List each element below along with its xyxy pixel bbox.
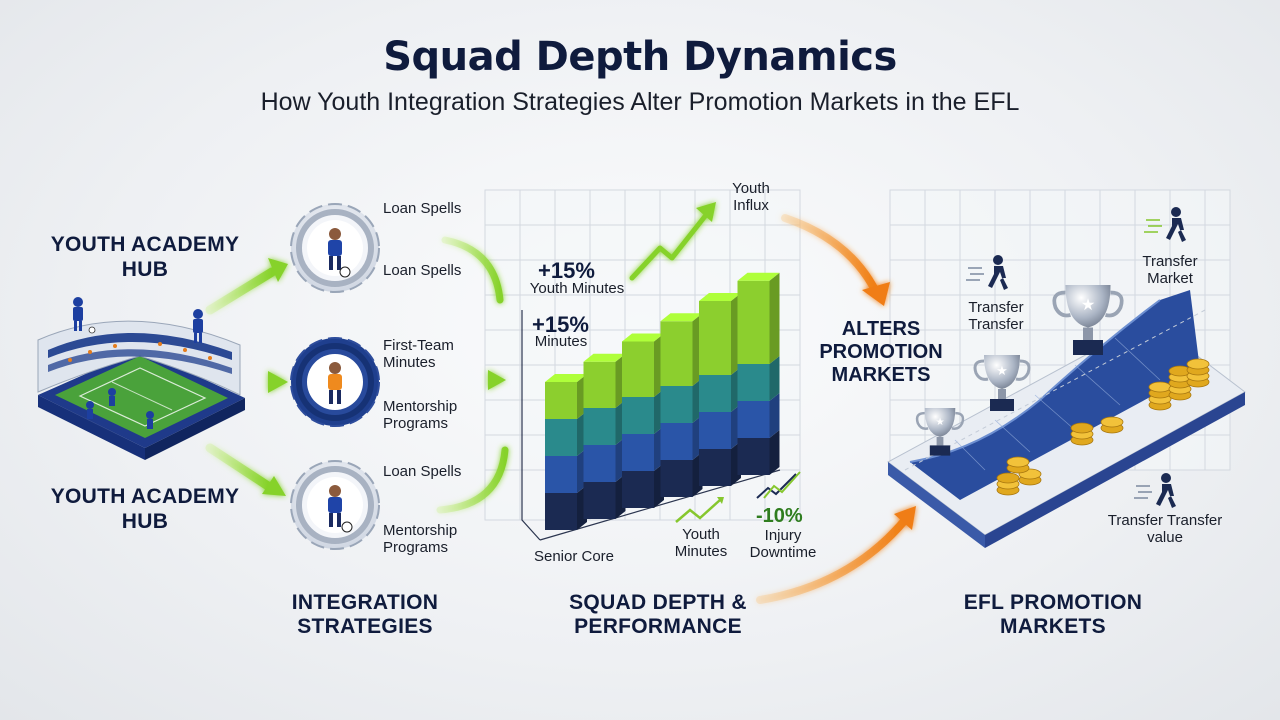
- bar-segment: [660, 460, 693, 497]
- bar-segment-side: [769, 272, 780, 364]
- youth-minutes-label: Youth Minutes: [529, 280, 625, 297]
- page-subtitle: How Youth Integration Strategies Alter P…: [260, 88, 1020, 116]
- bar-segment: [737, 401, 770, 438]
- bar-segment-side: [769, 430, 780, 475]
- bar-segment: [622, 471, 654, 508]
- minutes-label: Minutes: [534, 333, 588, 350]
- bar-segment: [699, 301, 731, 375]
- youth-minutes-pct: +15%: [538, 258, 595, 283]
- coin: [1070, 422, 1094, 434]
- coin: [1148, 381, 1172, 393]
- bar-segment: [622, 397, 654, 434]
- efl-promotion-markets-label: EFL PROMOTION MARKETS: [963, 591, 1143, 638]
- alters-promotion-label: ALTERS PROMOTION MARKETS: [819, 318, 943, 386]
- hub-to-gear-arrows: [205, 258, 288, 496]
- transfer-market-label: Transfer Market: [1142, 253, 1198, 287]
- senior-core-label: Senior Core: [533, 548, 615, 565]
- coin: [996, 472, 1020, 484]
- bar-segment: [737, 364, 770, 401]
- trophy-icon: ★: [973, 355, 1031, 411]
- bar-segment: [583, 482, 616, 519]
- bar-segment: [660, 321, 693, 386]
- squad-depth-label: SQUAD DEPTH & PERFORMANCE: [569, 591, 747, 638]
- page-title: Squad Depth Dynamics: [383, 34, 897, 80]
- bar-top: [545, 374, 587, 382]
- gear-icon: [290, 337, 380, 427]
- svg-text:★: ★: [935, 417, 944, 428]
- trophy-icon: ★: [915, 408, 965, 456]
- bar-segment: [545, 493, 577, 530]
- bar-segment: [545, 382, 577, 419]
- bar-segment: [583, 445, 616, 482]
- coin: [1006, 456, 1030, 468]
- gear-icon: [290, 460, 380, 550]
- youth-minutes-bottom-label: Youth Minutes: [674, 526, 728, 560]
- bar-segment: [622, 341, 654, 397]
- minutes-pct: +15%: [532, 312, 589, 337]
- bar-segment: [545, 419, 577, 456]
- bar-segment-side: [769, 393, 780, 438]
- bar-segment: [583, 361, 616, 408]
- gear-1-top-label: Loan Spells: [383, 200, 462, 217]
- bar-segment: [660, 386, 693, 423]
- coin-stack-icon: [996, 358, 1210, 496]
- bar-top: [737, 272, 780, 281]
- chart-axes: [521, 310, 781, 541]
- hub-label-top: YOUTH ACADEMY HUB: [50, 233, 240, 281]
- gear-2-bottom-label: Mentorship Programs: [383, 398, 458, 432]
- gear-1-bottom-label: Loan Spells: [383, 262, 462, 279]
- bar-segment: [545, 456, 577, 493]
- svg-text:★: ★: [996, 363, 1008, 378]
- bar-segment: [622, 434, 654, 471]
- gear-3-top-label: Loan Spells: [383, 463, 462, 480]
- bar-top: [699, 293, 741, 301]
- bar-segment: [699, 375, 731, 412]
- stacked-bars: [545, 272, 780, 530]
- gear-to-chart-arrows: [436, 236, 509, 514]
- bar-segment: [699, 412, 731, 449]
- gear-icon: [290, 203, 380, 293]
- trend-line-icon: [675, 471, 801, 523]
- bar-segment: [737, 280, 770, 364]
- hub-label-bottom: YOUTH ACADEMY HUB: [50, 485, 240, 533]
- gear-3-bottom-label: Mentorship Programs: [383, 522, 458, 556]
- stadium-icon: [37, 297, 245, 460]
- coin: [1186, 358, 1210, 370]
- orange-arrows: [756, 214, 916, 604]
- bar-top: [660, 313, 703, 322]
- svg-text:★: ★: [1081, 296, 1096, 314]
- bar-top: [583, 353, 626, 362]
- bar-segment: [699, 449, 731, 486]
- gear-2-top-label: First-Team Minutes: [383, 337, 454, 371]
- transfer-left-label: Transfer Transfer: [968, 299, 1024, 333]
- bar-segment: [660, 423, 693, 460]
- runner-icon: [966, 207, 1186, 508]
- coin: [1100, 416, 1124, 428]
- market-platform: [887, 290, 1246, 548]
- injury-downtime-label: Injury Downtime: [749, 527, 817, 561]
- bar-segment: [737, 438, 770, 475]
- injury-pct: -10%: [756, 505, 803, 527]
- bar-top: [622, 333, 664, 342]
- bar-segment: [583, 408, 616, 445]
- integration-strategies-label: INTEGRATION STRATEGIES: [291, 591, 439, 638]
- trend-arrow-icon: [629, 202, 716, 281]
- youth-influx-label: Youth Influx: [732, 180, 770, 214]
- transfer-value-label: Transfer Transfer value: [1107, 512, 1223, 546]
- trophy-icon: ★: [1052, 285, 1124, 355]
- bar-segment-side: [769, 356, 780, 401]
